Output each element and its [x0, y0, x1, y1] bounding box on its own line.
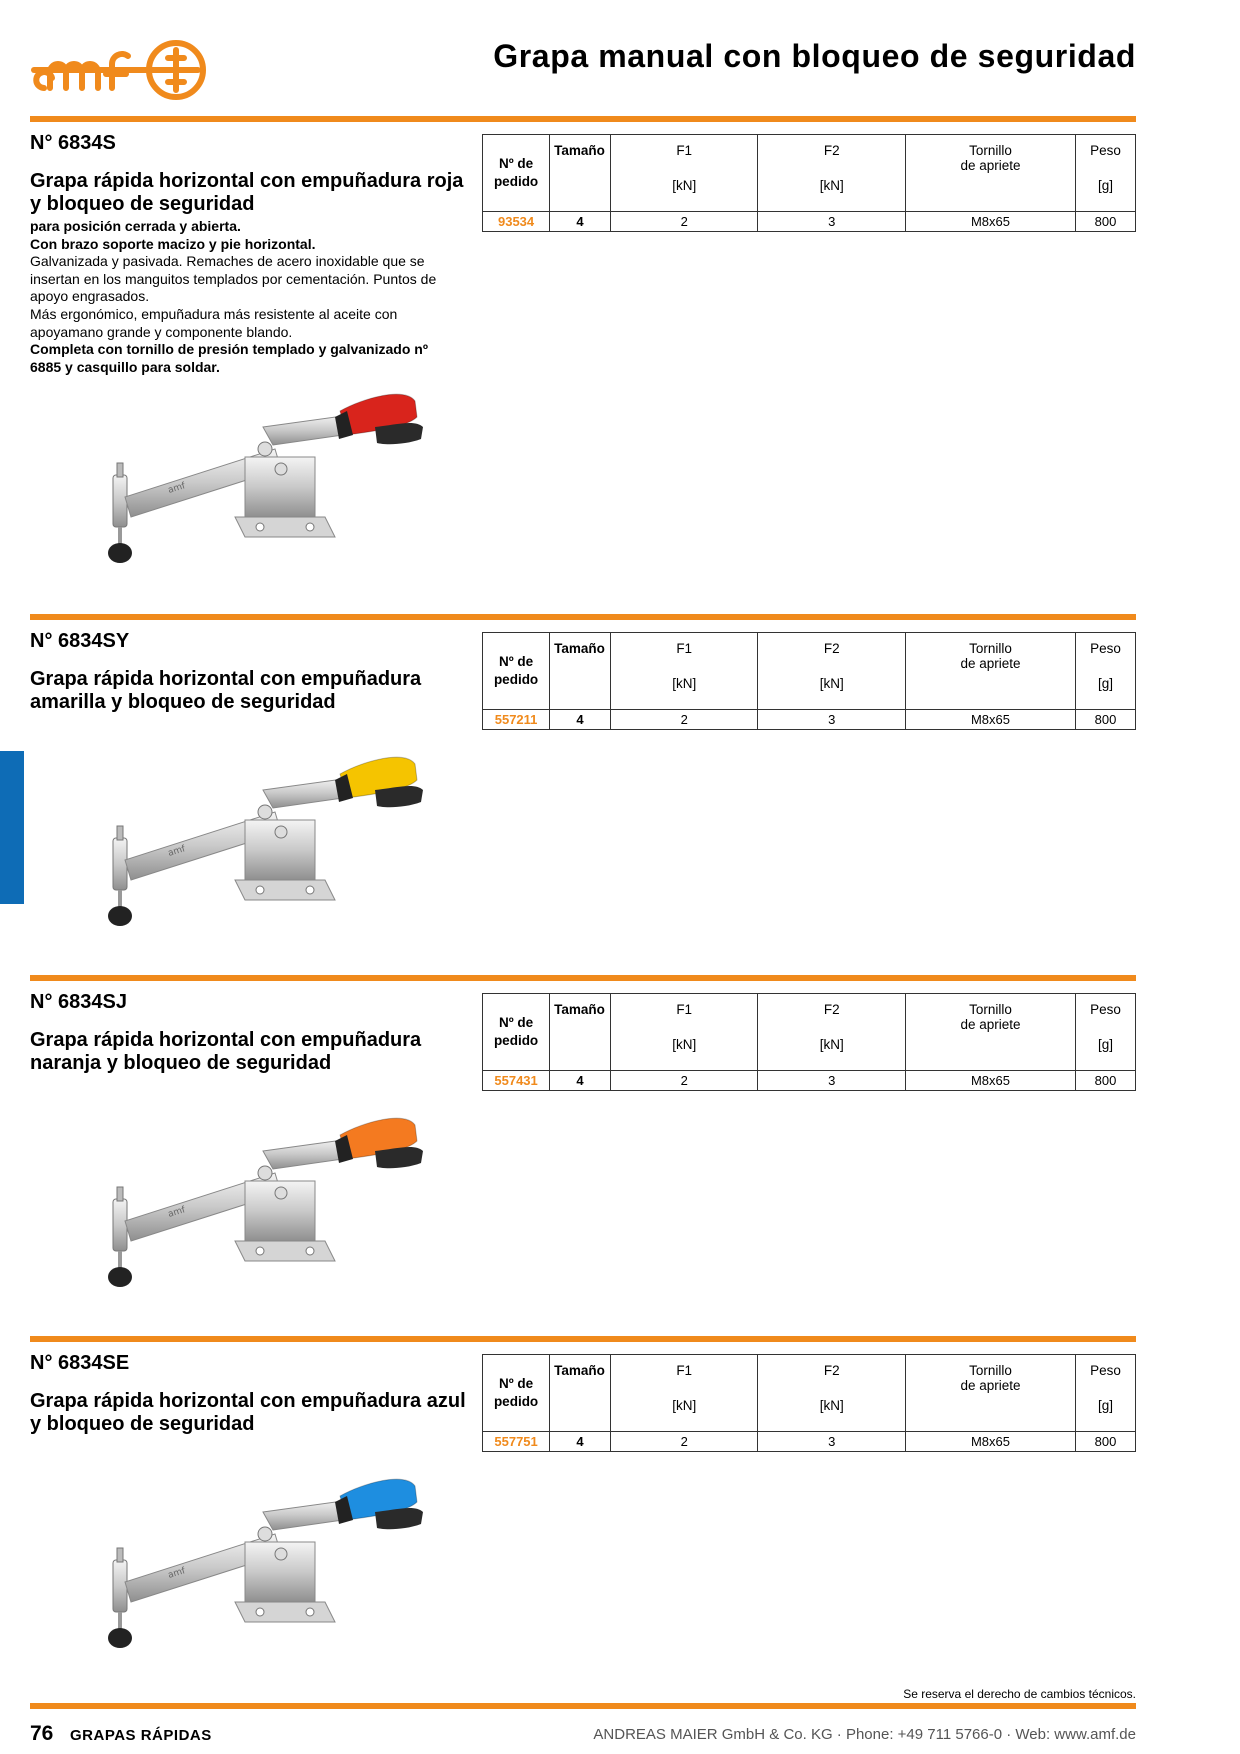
f1-value: 2 [609, 1070, 759, 1091]
footer-company: ANDREAS MAIER GmbH & Co. KG · Phone: +49… [593, 1726, 1136, 1743]
clamp-illustration: amf [108, 1478, 423, 1648]
header-f1: F1[kN] [609, 134, 759, 212]
desc-line: Completa con tornillo de presión templad… [30, 341, 428, 375]
size-value: 4 [549, 1070, 611, 1091]
screw-value: M8x65 [905, 1431, 1076, 1452]
table-row: 557751 4 2 3 M8x65 800 [481, 1431, 1137, 1452]
section-rule [30, 614, 1136, 620]
table-row: 557431 4 2 3 M8x65 800 [481, 1070, 1137, 1091]
header-f1: F1[kN] [609, 1354, 759, 1432]
weight-value: 800 [1074, 211, 1137, 232]
screw-value: M8x65 [905, 211, 1076, 232]
f1-value: 2 [609, 211, 759, 232]
product-number: N° 6834S [30, 132, 116, 154]
footer-rule [30, 1703, 1136, 1709]
size-value: 4 [549, 211, 611, 232]
desc-line: para posición cerrada y abierta. [30, 218, 241, 234]
desc-line: Galvanizada y pasivada. Remaches de acer… [30, 253, 437, 305]
clamp-illustration: amf [108, 393, 423, 563]
page-number: 76 [30, 1722, 54, 1745]
table-row: 557211 4 2 3 M8x65 800 [481, 709, 1137, 730]
weight-value: 800 [1074, 1070, 1137, 1091]
f1-value: 2 [609, 1431, 759, 1452]
header-size: Tamaño [549, 134, 611, 212]
weight-value: 800 [1074, 709, 1137, 730]
header-f1: F1[kN] [609, 993, 759, 1071]
product-number: N° 6834SY [30, 630, 130, 652]
size-value: 4 [549, 1431, 611, 1452]
product-description: para posición cerrada y abierta. Con bra… [30, 218, 450, 376]
desc-line: Con brazo soporte macizo y pie horizonta… [30, 235, 316, 252]
header-weight: Peso[g] [1074, 632, 1137, 710]
product-number: N° 6834SJ [30, 991, 127, 1013]
product-section-6834SJ: N° 6834SJ Grapa rápida horizontal con em… [30, 991, 1137, 1331]
chapter-tab [0, 751, 24, 904]
section-rule [30, 975, 1136, 981]
order-number[interactable]: 93534 [481, 211, 551, 232]
product-number: N° 6834SE [30, 1352, 130, 1374]
header-f2: F2[kN] [757, 632, 906, 710]
clamp-illustration: amf [108, 1117, 423, 1287]
header-f2: F2[kN] [757, 993, 906, 1071]
page-title: Grapa manual con bloqueo de seguridad [493, 38, 1136, 74]
rights-notice: Se reserva el derecho de cambios técnico… [903, 1687, 1136, 1701]
header-f1: F1[kN] [609, 632, 759, 710]
clamp-illustration: amf [108, 756, 423, 926]
size-value: 4 [549, 709, 611, 730]
table-row: 93534 4 2 3 M8x65 800 [481, 211, 1137, 232]
product-section-6834SY: N° 6834SY Grapa rápida horizontal con em… [30, 630, 1137, 970]
section-rule [30, 1336, 1136, 1342]
header-size: Tamaño [549, 1354, 611, 1432]
f2-value: 3 [757, 709, 906, 730]
f1-value: 2 [609, 709, 759, 730]
desc-line: Más ergonómico, empuñadura más resistent… [30, 305, 398, 340]
header-f2: F2[kN] [757, 134, 906, 212]
header-size: Tamaño [549, 632, 611, 710]
section-rule [30, 116, 1136, 122]
order-number[interactable]: 557431 [481, 1070, 551, 1091]
header-weight: Peso[g] [1074, 134, 1137, 212]
screw-value: M8x65 [905, 1070, 1076, 1091]
screw-value: M8x65 [905, 709, 1076, 730]
product-section-6834S: N° 6834S Grapa rápida horizontal con emp… [30, 132, 1137, 563]
order-number[interactable]: 557751 [481, 1431, 551, 1452]
order-number[interactable]: 557211 [481, 709, 551, 730]
f2-value: 3 [757, 1070, 906, 1091]
footer-section-name: GRAPAS RÁPIDAS [70, 1727, 212, 1744]
header-weight: Peso[g] [1074, 1354, 1137, 1432]
product-section-6834SE: N° 6834SE Grapa rápida horizontal con em… [30, 1352, 1137, 1692]
product-title: Grapa rápida horizontal con empuñadura a… [30, 1390, 466, 1435]
header-f2: F2[kN] [757, 1354, 906, 1432]
product-title: Grapa rápida horizontal con empuñadura n… [30, 1029, 422, 1074]
header-size: Tamaño [549, 993, 611, 1071]
product-title: Grapa rápida horizontal con empuñadura a… [30, 668, 422, 713]
product-title: Grapa rápida horizontal con empuñadura r… [30, 170, 464, 215]
header-weight: Peso[g] [1074, 993, 1137, 1071]
amf-logo: amf [31, 40, 206, 100]
weight-value: 800 [1074, 1431, 1137, 1452]
f2-value: 3 [757, 1431, 906, 1452]
f2-value: 3 [757, 211, 906, 232]
